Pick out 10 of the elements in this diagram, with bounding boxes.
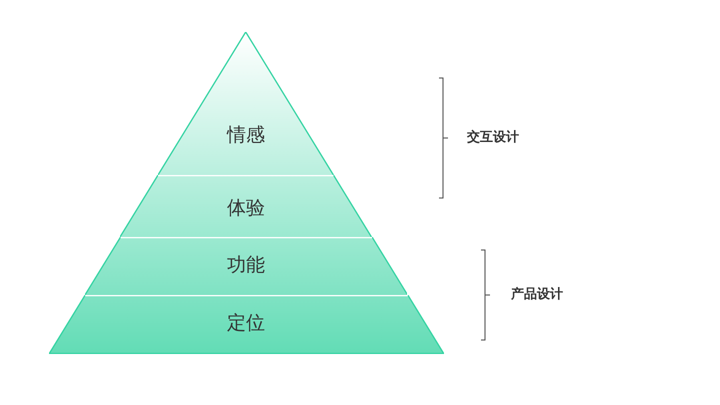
layer-label: 功能 xyxy=(226,253,266,277)
layer-label: 定位 xyxy=(226,311,266,335)
pyramid-top-triangle xyxy=(158,32,334,175)
layer-label: 体验 xyxy=(226,196,266,220)
pyramid-layer xyxy=(84,237,408,295)
group-label: 交互设计 xyxy=(467,130,519,146)
pyramid-layer xyxy=(120,175,372,237)
group-label: 产品设计 xyxy=(511,287,563,303)
pyramid-layer xyxy=(48,295,444,354)
layer-label: 情感 xyxy=(226,123,266,147)
